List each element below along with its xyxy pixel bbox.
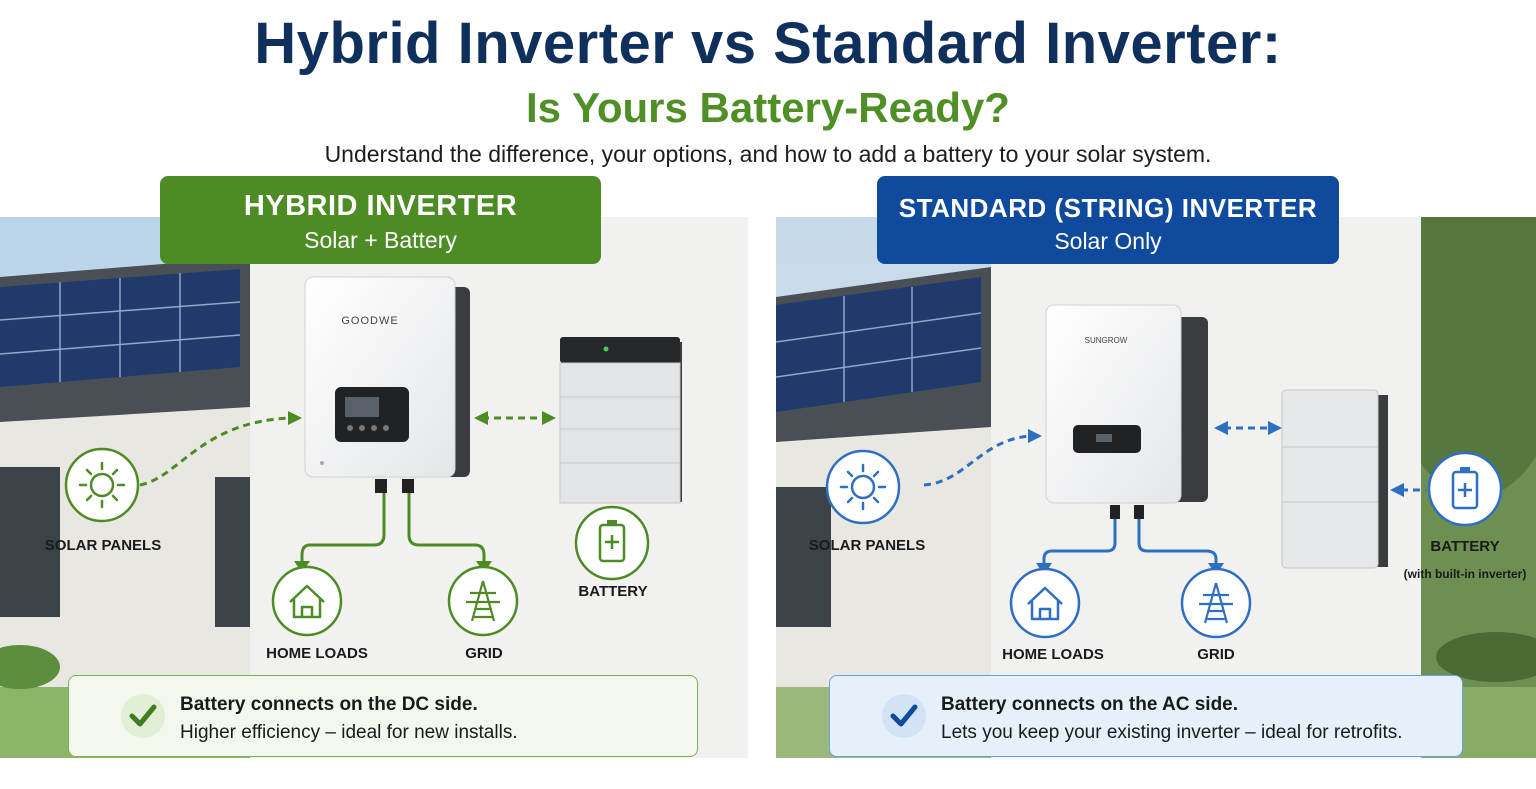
standard-note-line2: Lets you keep your existing inverter – i… — [941, 722, 1403, 743]
power-tower-icon — [447, 565, 519, 637]
standard-panel: SOLAR PANELS HOME LOADS GRID BATTERY (wi… — [776, 217, 1536, 758]
house-icon — [1009, 567, 1081, 639]
grid-label: GRID — [465, 645, 503, 662]
solar-panels-label: SOLAR PANELS — [44, 537, 162, 554]
hybrid-header: HYBRID INVERTER Solar + Battery — [160, 176, 601, 264]
hybrid-header-title: HYBRID INVERTER — [243, 190, 518, 222]
sun-icon — [64, 447, 140, 523]
battery-icon — [574, 505, 650, 581]
standard-scene — [776, 217, 1536, 758]
standard-note: Battery connects on the AC side. Lets yo… — [829, 675, 1463, 757]
inverter-brand: GOODWE — [341, 315, 399, 327]
home-loads-label: HOME LOADS — [266, 645, 368, 662]
check-icon — [121, 694, 165, 738]
solar-array — [776, 277, 982, 412]
page-title: Hybrid Inverter vs Standard Inverter: — [254, 11, 1282, 76]
sun-icon — [825, 449, 901, 525]
standard-header: STANDARD (STRING) INVERTER Solar Only — [877, 176, 1339, 264]
hybrid-note-line2: Higher efficiency – ideal for new instal… — [180, 722, 518, 743]
hybrid-header-subtitle: Solar + Battery — [304, 227, 457, 253]
page-tagline: Understand the difference, your options,… — [324, 141, 1212, 167]
hybrid-note: Battery connects on the DC side. Higher … — [68, 675, 698, 757]
standard-header-title: STANDARD (STRING) INVERTER — [898, 193, 1318, 223]
hybrid-inverter — [304, 276, 470, 493]
standard-note-line1: Battery connects on the AC side. — [941, 694, 1239, 715]
house-icon — [271, 565, 343, 637]
hybrid-battery-unit — [559, 337, 682, 504]
inverter-brand: SUNGROW — [1084, 336, 1128, 345]
battery-note-label: (with built-in inverter) — [1403, 567, 1527, 581]
grid-label: GRID — [1197, 646, 1235, 663]
solar-panels-label: SOLAR PANELS — [808, 537, 926, 554]
hybrid-note-line1: Battery connects on the DC side. — [180, 694, 478, 715]
check-icon — [882, 694, 926, 738]
battery-icon — [1427, 451, 1503, 527]
page-subtitle: Is Yours Battery-Ready? — [526, 84, 1010, 131]
battery-label: BATTERY — [1430, 538, 1500, 555]
standard-battery-unit — [1281, 389, 1388, 569]
standard-header-subtitle: Solar Only — [1054, 228, 1162, 254]
battery-label: BATTERY — [578, 583, 648, 600]
home-loads-label: HOME LOADS — [1002, 646, 1104, 663]
standard-inverter — [1045, 304, 1208, 519]
power-tower-icon — [1180, 567, 1252, 639]
solar-array — [0, 269, 241, 387]
